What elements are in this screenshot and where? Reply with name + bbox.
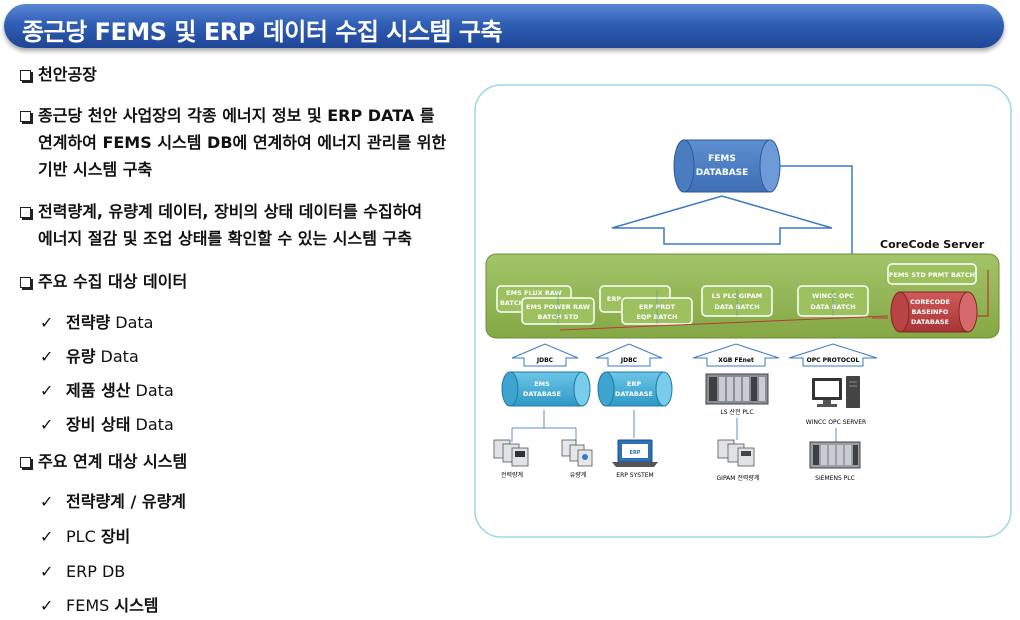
collect-item: ✓유량 Data [40, 347, 139, 366]
red-connector [977, 270, 989, 317]
svg-text:ERP: ERP [630, 450, 641, 456]
svg-text:DATABASE: DATABASE [615, 390, 653, 398]
siemens-plc-label: SIEMENS PLC [815, 475, 855, 482]
check-icon: ✓ [40, 562, 54, 581]
flow-meter-label: 유량계 [570, 471, 587, 479]
fems-std-batch-label: FEMS STD PRMT BATCH [889, 271, 975, 279]
title-bar: 종근당 FEMS 및 ERP 데이터 수집 시스템 구축 [4, 4, 1004, 48]
ls-plc-label: LS 산전 PLC [720, 408, 753, 416]
page-title: 종근당 FEMS 및 ERP 데이터 수집 시스템 구축 [22, 18, 503, 46]
check-icon: ✓ [40, 492, 54, 511]
svg-text:EMS FLUX RAW: EMS FLUX RAW [506, 289, 562, 297]
plc-rack-icon [705, 373, 769, 405]
wincc-server-label: WINCC OPC SERVER [806, 419, 866, 426]
protocol-arrows: JDBC JDBC XGB FEnet OPC PROTOCOL [511, 343, 878, 367]
erp-system-label: ERP SYSTEM [616, 472, 653, 479]
link-item: ✓PLC 장비 [40, 527, 131, 546]
erp-laptop-icon: ERP [612, 439, 658, 467]
check-icon: ✓ [40, 596, 54, 615]
square-bullet-icon [20, 111, 31, 122]
upload-arrow [611, 195, 833, 245]
collect-item: ✓제품 생산 Data [40, 381, 174, 400]
jdbc-label: JDBC [536, 357, 554, 364]
bullet-description-line3: 기반 시스템 구축 [38, 160, 153, 179]
link-item: ✓ERP DB [40, 562, 126, 581]
power-meter-label: 전력량계 [501, 471, 523, 479]
xgb-fenet-label: XGB FEnet [718, 357, 754, 364]
link-item: ✓FEMS 시스템 [40, 596, 159, 615]
corecode-server-label: CoreCode Server [880, 238, 985, 251]
svg-text:ERP: ERP [627, 380, 641, 388]
flow-meter-icon [561, 439, 593, 467]
square-bullet-icon [20, 277, 31, 288]
bullet-description-line2: 연계하여 FEMS 시스템 DB에 연계하여 에너지 관리를 위한 [38, 133, 447, 152]
bullet-cheonan: 천안공장 [20, 61, 97, 88]
power-meter-icon [493, 439, 529, 467]
svg-text:CORECODE: CORECODE [910, 298, 950, 306]
svg-text:EMS: EMS [534, 380, 550, 388]
svg-text:BATCH: BATCH [500, 299, 524, 307]
server-pc-icon [812, 376, 860, 408]
gipam-meter-icon [717, 439, 755, 467]
check-icon: ✓ [40, 527, 54, 546]
corecode-database-icon: CORECODE BASEINFO DATABASE [890, 291, 978, 333]
svg-text:BASEINFO: BASEINFO [912, 308, 949, 316]
square-bullet-icon [20, 207, 31, 218]
erp-database-icon: ERP DATABASE [597, 371, 673, 407]
fems-database-icon: FEMS DATABASE [673, 139, 781, 193]
square-bullet-icon [20, 70, 31, 81]
gipam-label: GIPAM 전력량계 [717, 474, 760, 482]
bullet-collect-data: 주요 수집 대상 데이터 [20, 268, 187, 295]
device-connectors [511, 410, 837, 444]
bullet-purpose-line2: 에너지 절감 및 조업 상태를 확인할 수 있는 시스템 구축 [38, 229, 412, 248]
jdbc-label: JDBC [620, 357, 638, 364]
svg-text:DATABASE: DATABASE [911, 318, 949, 326]
bullet-description: 종근당 천안 사업장의 각종 에너지 정보 및 ERP DATA 를 [20, 102, 435, 129]
collect-item: ✓장비 상태 Data [40, 415, 174, 434]
fems-db-label-2: DATABASE [696, 168, 749, 178]
svg-text:DATABASE: DATABASE [523, 390, 561, 398]
collect-item: ✓전략량 Data [40, 313, 154, 332]
check-icon: ✓ [40, 381, 54, 400]
siemens-plc-icon [809, 441, 861, 469]
bullet-purpose: 전력량계, 유량계 데이터, 장비의 상태 데이터를 수집하여 [20, 198, 422, 225]
bullet-link-systems: 주요 연계 대상 시스템 [20, 448, 187, 475]
link-item: ✓전략량계 / 유량계 [40, 492, 187, 511]
square-bullet-icon [20, 457, 31, 468]
fems-db-label-1: FEMS [708, 154, 736, 164]
check-icon: ✓ [40, 313, 54, 332]
check-icon: ✓ [40, 347, 54, 366]
check-icon: ✓ [40, 415, 54, 434]
ems-database-icon: EMS DATABASE [501, 371, 591, 407]
opc-protocol-label: OPC PROTOCOL [807, 357, 860, 364]
svg-text:ERP: ERP [607, 295, 621, 303]
